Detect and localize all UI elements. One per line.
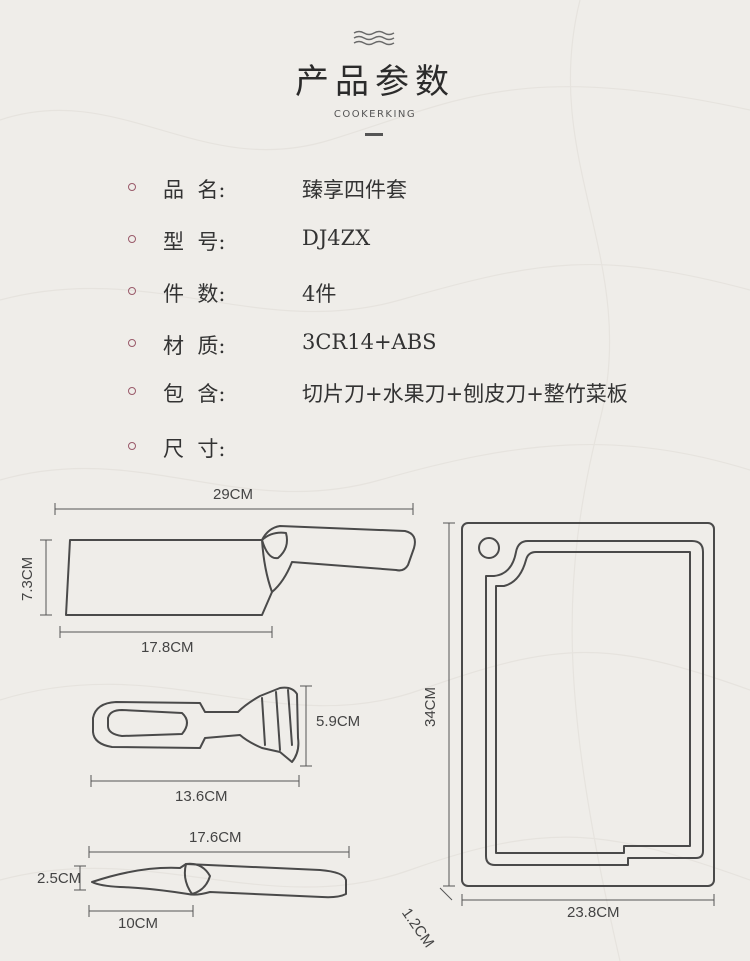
fruit-knife-length-label: 17.6CM <box>189 829 242 846</box>
bullet-icon <box>128 387 136 395</box>
spec-value: 臻享四件套 <box>302 178 407 202</box>
bullet-icon <box>128 339 136 347</box>
fruit-knife-height-label: 2.5CM <box>37 870 82 887</box>
spec-value: 4件 <box>302 282 337 306</box>
spec-value: DJ4ZX <box>302 226 371 250</box>
spec-row-model: 型 号: DJ4ZX <box>0 220 750 260</box>
spec-label: 型 号: <box>163 230 226 254</box>
bullet-icon <box>128 183 136 191</box>
spec-label: 材 质: <box>163 334 226 358</box>
cleaver-height-label: 7.3CM <box>19 556 36 601</box>
fruit-knife-drawing <box>91 862 347 899</box>
cleaver-blade-label: 17.8CM <box>141 639 194 656</box>
bullet-icon <box>128 442 136 450</box>
board-width-label: 23.8CM <box>567 904 620 921</box>
spec-label: 包 含: <box>163 382 226 406</box>
spec-row-name: 品 名: 臻享四件套 <box>0 168 750 208</box>
peeler-drawing <box>92 686 300 763</box>
spec-value: 3CR14+ABS <box>302 330 437 354</box>
bullet-icon <box>128 235 136 243</box>
spec-label: 件 数: <box>163 282 226 306</box>
board-height-label: 34CM <box>422 686 439 727</box>
peeler-height-label: 5.9CM <box>316 713 361 730</box>
spec-value: 切片刀+水果刀+刨皮刀+整竹菜板 <box>302 382 628 406</box>
fruit-knife-blade-label: 10CM <box>118 915 159 932</box>
cleaver-drawing <box>65 525 416 616</box>
spec-row-count: 件 数: 4件 <box>0 272 750 312</box>
spec-row-size: 尺 寸: <box>0 427 750 467</box>
spec-label: 尺 寸: <box>163 437 226 461</box>
brand-subtitle: COOKERKING <box>333 109 417 120</box>
cutting-board-drawing <box>461 522 715 887</box>
cleaver-length-label: 29CM <box>213 486 254 503</box>
spec-row-includes: 包 含: 切片刀+水果刀+刨皮刀+整竹菜板 <box>0 372 750 412</box>
bullet-icon <box>128 287 136 295</box>
title-underline <box>365 133 383 136</box>
wave-icon <box>353 30 395 46</box>
spec-label: 品 名: <box>163 178 226 202</box>
page-title: 产品参数 <box>295 62 455 102</box>
peeler-length-label: 13.6CM <box>175 788 228 805</box>
spec-row-material: 材 质: 3CR14+ABS <box>0 324 750 364</box>
